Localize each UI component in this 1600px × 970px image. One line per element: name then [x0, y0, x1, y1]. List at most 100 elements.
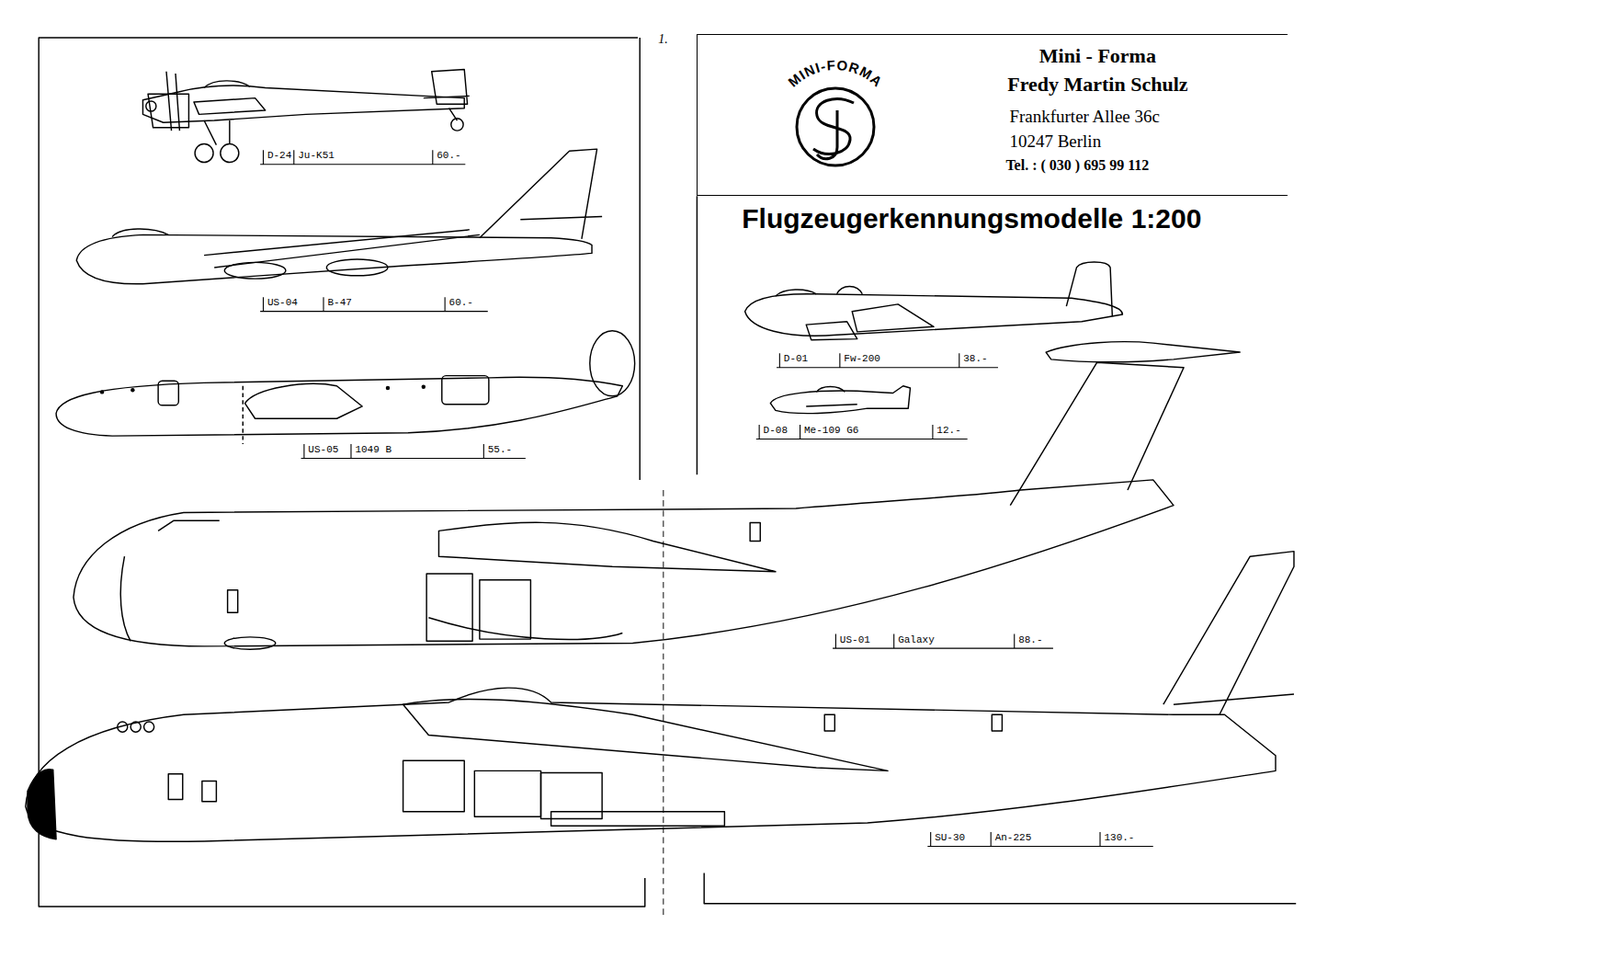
engine — [474, 770, 541, 817]
galaxy-drawing — [73, 341, 1240, 650]
city-address: 10247 Berlin — [1009, 132, 1101, 150]
ju-k51-drawing — [142, 69, 469, 163]
label-rule — [301, 443, 526, 459]
label-rule — [260, 149, 466, 165]
gear-pod — [551, 811, 726, 827]
model-code: SU-30 — [934, 832, 965, 843]
cockpit — [204, 80, 250, 89]
model-price: 130.- — [1103, 832, 1135, 843]
model-name: Me-109 G6 — [804, 425, 859, 436]
logo-monogram — [813, 98, 854, 159]
nacelle — [244, 384, 363, 420]
engine-pod — [326, 259, 388, 276]
door — [227, 590, 239, 613]
nose-gear — [224, 636, 276, 649]
street-address: Frankfurter Allee 36c — [1009, 107, 1160, 125]
t-stabilizer — [1045, 341, 1240, 363]
label-rule — [756, 424, 968, 440]
label-rule — [260, 296, 488, 312]
catalog-title: Flugzeugerkennungsmodelle 1:200 — [741, 204, 1202, 233]
windows — [100, 385, 426, 395]
fin — [1066, 261, 1113, 317]
cockpit — [775, 285, 863, 296]
wing — [204, 229, 480, 268]
cockpit-window — [130, 721, 141, 732]
gear-struts — [204, 108, 457, 146]
door — [991, 714, 1002, 731]
sheet-drawing — [25, 37, 1296, 919]
model-code: D-24 — [267, 150, 292, 161]
fuselage — [56, 376, 623, 436]
address-box: MINI-FORMA Mini - FormaFredy Martin Schul… — [696, 34, 1288, 197]
me109-drawing — [770, 385, 910, 414]
firm-name: Mini - Forma — [1039, 45, 1157, 67]
model-price: 55.- — [487, 444, 512, 455]
logo-emblem: MINI-FORMA — [697, 34, 974, 198]
fin — [1009, 362, 1184, 505]
b47-drawing — [76, 148, 602, 284]
canopy — [112, 228, 169, 238]
model-code: D-08 — [763, 425, 788, 436]
door — [202, 780, 217, 801]
model-name: Galaxy — [897, 635, 935, 646]
nacelle — [805, 304, 934, 341]
door — [168, 773, 183, 800]
canopy — [805, 386, 858, 407]
owner-name: Fredy Martin Schulz — [1007, 74, 1188, 95]
model-code: US-05 — [307, 444, 339, 455]
fuselage — [142, 85, 465, 123]
tail-wheel — [451, 118, 464, 131]
cockpit-window — [144, 721, 155, 732]
door — [442, 375, 489, 405]
logo-text: MINI-FORMA — [785, 56, 887, 90]
tail — [423, 69, 470, 105]
cockpit-window — [117, 721, 128, 732]
engine — [147, 71, 189, 131]
wheel — [220, 144, 239, 163]
label-rule — [776, 352, 999, 368]
engine — [403, 760, 466, 812]
wing — [403, 698, 888, 771]
door — [158, 380, 179, 406]
model-price: 38.- — [963, 353, 988, 364]
phone-number: Tel. : ( 030 ) 695 99 112 — [1005, 158, 1149, 173]
wing — [193, 98, 266, 115]
tail — [1163, 551, 1294, 715]
page-number: 1. — [658, 33, 669, 46]
model-name: B-47 — [327, 297, 352, 308]
label-rule — [927, 831, 1153, 847]
model-price: 88.- — [1018, 635, 1043, 646]
model-name: Ju-K51 — [297, 150, 335, 161]
logo-ring — [796, 88, 874, 166]
model-name: 1049 B — [354, 444, 392, 455]
fuselage — [745, 294, 1124, 337]
left-frame — [38, 37, 646, 907]
model-code: US-01 — [839, 635, 871, 646]
fuselage — [770, 385, 910, 414]
model-price: 60.- — [436, 150, 461, 161]
door — [824, 714, 835, 731]
fw200-drawing — [745, 261, 1124, 341]
model-price: 60.- — [449, 297, 474, 308]
nose-cap — [27, 769, 57, 840]
model-name: Fw-200 — [843, 353, 881, 364]
wheel — [194, 144, 214, 163]
model-name: An-225 — [995, 832, 1033, 843]
engine — [479, 579, 532, 639]
model-code: US-04 — [267, 297, 298, 308]
model-code: D-01 — [783, 353, 808, 364]
door — [749, 522, 761, 542]
gear-pod — [428, 617, 623, 640]
label-rule — [832, 634, 1054, 649]
label-rules — [260, 149, 1154, 846]
fuselage — [25, 687, 1276, 841]
fin — [590, 330, 636, 397]
fuselage — [73, 479, 1174, 647]
nose — [120, 520, 220, 641]
engine — [426, 573, 473, 641]
constellation-drawing — [56, 330, 636, 444]
right-frame — [696, 195, 1296, 904]
an225-drawing — [25, 551, 1294, 842]
